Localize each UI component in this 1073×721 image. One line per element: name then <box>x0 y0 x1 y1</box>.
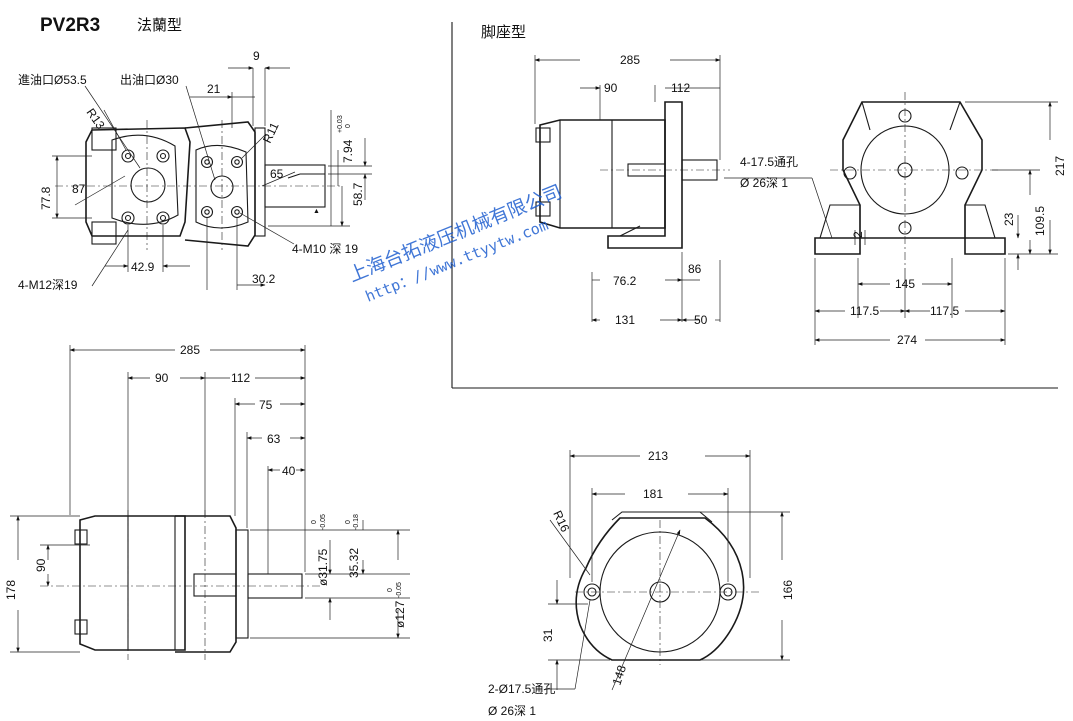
foot-mount-label: 脚座型 <box>481 23 526 41</box>
ff-dim-181: 181 <box>643 487 663 501</box>
page-title: PV2R3 <box>40 15 100 36</box>
flange-front-view <box>545 450 790 691</box>
thread-m10-label: 4-M10 深 19 <box>292 242 358 256</box>
front-dim-117-5-right: 117.5 <box>930 304 959 318</box>
foot-dim-285: 285 <box>620 53 640 67</box>
ff-hole-label: 2-Ø17.5通孔 <box>488 682 555 696</box>
dim-30-2: 30.2 <box>252 272 276 286</box>
ff-dim-213: 213 <box>648 449 668 463</box>
thread-m12-label: 4-M12深19 <box>18 278 78 292</box>
foot-mount-frame <box>451 22 1058 389</box>
side-dim-112: 112 <box>231 371 250 385</box>
side-dim-35-32: 35.32 <box>347 548 361 578</box>
flange-top-view: ▲ <box>52 66 372 290</box>
svg-text:▲: ▲ <box>313 208 320 215</box>
inlet-port-label: 進油口Ø53.5 <box>18 73 87 87</box>
front-dim-109-5: 109.5 <box>1033 206 1047 236</box>
side-dim-dia-31-75-lower: -0.05 <box>320 514 327 530</box>
flange-side-view <box>10 345 410 660</box>
side-dim-dia-31-75-upper: 0 <box>311 520 318 524</box>
side-dim-178: 178 <box>4 580 18 600</box>
dim-58-7: 58.7 <box>351 182 365 206</box>
foot-hole-label: 4-17.5通孔 <box>740 155 798 169</box>
dim-7-94-upper: +0.03 <box>337 115 344 133</box>
side-dim-40: 40 <box>282 464 296 478</box>
foot-dim-131: 131 <box>615 313 635 327</box>
foot-dim-90: 90 <box>604 81 618 95</box>
dim-42-9: 42.9 <box>131 260 155 274</box>
dim-7-94-lower: 0 <box>345 124 352 128</box>
foot-dim-50: 50 <box>694 313 708 327</box>
outlet-port-label: 出油口Ø30 <box>120 73 179 87</box>
dim-87: 87 <box>72 182 86 196</box>
foot-dim-86: 86 <box>688 262 702 276</box>
ff-hole-depth: Ø 26深 1 <box>488 704 536 718</box>
side-dim-dia-127-lower: -0.05 <box>396 582 403 598</box>
side-dim-90: 90 <box>155 371 169 385</box>
page-title-suffix: 法蘭型 <box>137 16 182 34</box>
side-dim-dia-127: ø127 <box>393 600 407 628</box>
foot-dim-112: 112 <box>671 81 690 95</box>
front-dim-145: 145 <box>895 277 915 291</box>
foot-side-view <box>534 55 833 322</box>
front-dim-117-5-left: 117.5 <box>850 304 879 318</box>
dim-7-94: 7.94 <box>341 139 355 163</box>
dim-77-8: 77.8 <box>39 186 53 210</box>
front-dim-217: 217 <box>1053 156 1067 176</box>
ff-dim-148: 148 <box>610 663 630 687</box>
front-dim-274: 274 <box>897 333 917 347</box>
dim-65: 65 <box>270 167 284 181</box>
ff-dim-r16: R16 <box>550 508 572 534</box>
dim-9: 9 <box>253 49 260 63</box>
side-dim-35-32-upper: 0 <box>345 520 352 524</box>
front-dim-23: 23 <box>1002 212 1016 226</box>
foot-hole-depth: Ø 26深 1 <box>740 176 788 190</box>
side-dim-90-vertical: 90 <box>34 558 48 572</box>
front-dim-2: 2 <box>851 231 865 238</box>
side-dim-dia-127-upper: 0 <box>387 588 394 592</box>
side-dim-dia-31-75: ø31.75 <box>316 548 330 586</box>
side-dim-75: 75 <box>259 398 273 412</box>
side-dim-35-32-lower: -0.18 <box>353 514 360 530</box>
side-dim-63: 63 <box>267 432 281 446</box>
foot-dim-76-2: 76.2 <box>613 274 637 288</box>
dim-21: 21 <box>207 82 221 96</box>
dim-r11: R11 <box>260 120 282 145</box>
ff-dim-166: 166 <box>781 580 795 600</box>
ff-dim-31: 31 <box>541 628 555 642</box>
side-dim-285: 285 <box>180 343 200 357</box>
foot-front-view <box>814 92 1058 345</box>
